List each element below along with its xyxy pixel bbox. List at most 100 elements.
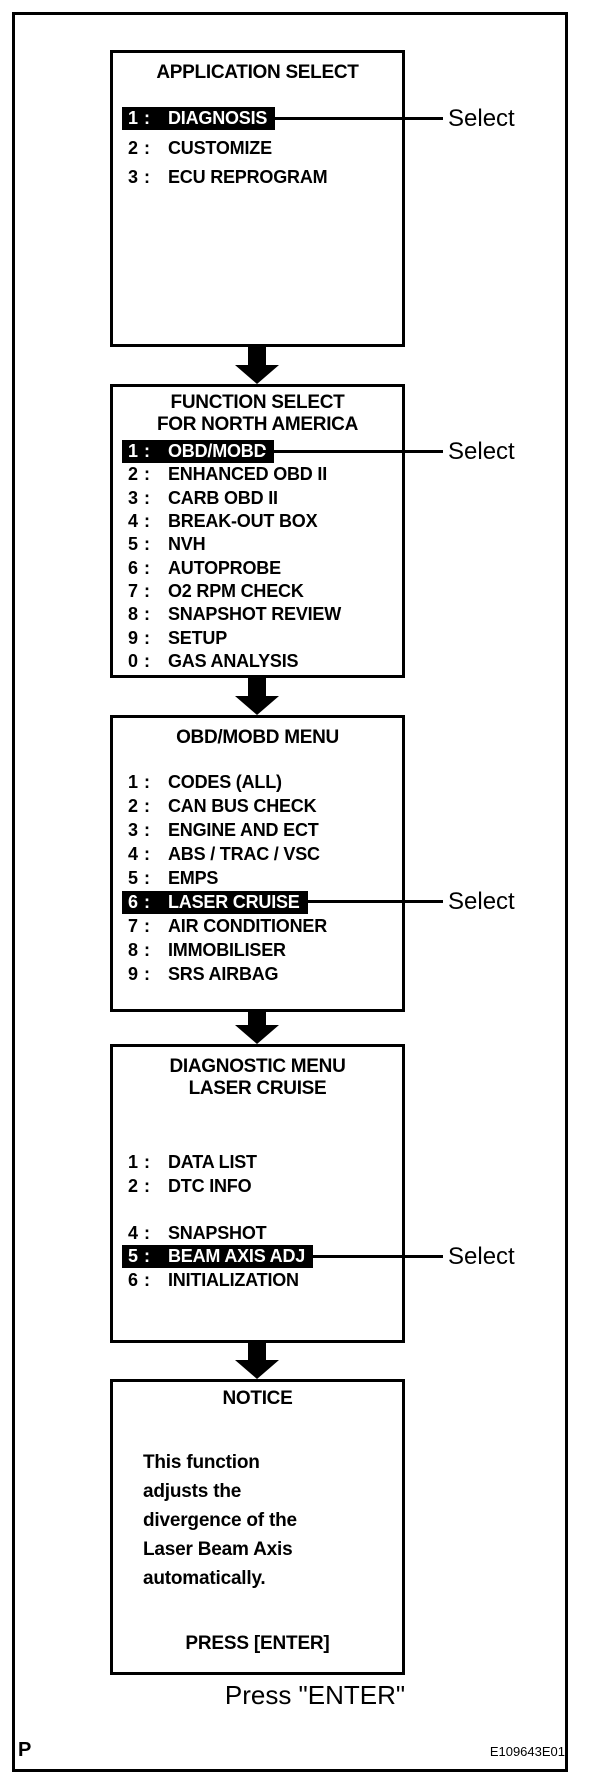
screen-title-line: DIAGNOSTIC MENU (169, 1056, 346, 1077)
menu-item: 2:DTC INFO (122, 1175, 402, 1199)
menu-item-colon: : (144, 819, 150, 840)
screen-title-line: LASER CRUISE (188, 1078, 327, 1099)
menu-item-colon: : (144, 843, 150, 864)
screen-title-line: NOTICE (222, 1388, 293, 1409)
menu-item-text: 2:ENHANCED OBD II (122, 463, 335, 486)
flow-arrow-down-icon (235, 1343, 279, 1379)
menu-item-label: DTC INFO (168, 1175, 252, 1196)
menu-item-colon: : (144, 580, 150, 601)
press-enter-caption: Press "ENTER" (224, 1680, 406, 1710)
menu-item-colon: : (144, 771, 150, 792)
menu-item-text: 1: CODES (ALL) (122, 771, 290, 794)
menu-item-colon: : (144, 795, 150, 816)
menu-item-text: 6:INITIALIZATION (122, 1269, 307, 1292)
menu-item-text: 3:ENGINE AND ECT (122, 819, 327, 842)
menu-item-colon: : (144, 627, 150, 648)
menu-item-spacer (122, 1198, 402, 1222)
menu-item-colon: : (144, 604, 150, 625)
menu-item-colon: : (144, 1269, 150, 1290)
menu-item-text: 8:SNAPSHOT REVIEW (122, 603, 349, 626)
flow-arrow-down-icon (235, 347, 279, 384)
menu-item-text: 6:AUTOPROBE (122, 557, 289, 580)
menu-item-text: 0:GAS ANALYSIS (122, 650, 306, 673)
menu-item-label: CUSTOMIZE (168, 137, 272, 158)
menu-item: 6:INITIALIZATION (122, 1269, 402, 1293)
menu-item-number: 1 (128, 771, 138, 792)
menu-item-number: 5 (128, 1246, 138, 1267)
screen-title-line: FOR NORTH AMERICA (156, 414, 359, 435)
menu-item: 1: CODES (ALL) (122, 770, 402, 794)
menu-item-number: 9 (128, 627, 138, 648)
menu-item: 2:CAN BUS CHECK (122, 794, 402, 818)
menu-item: 8:IMMOBILISER (122, 938, 402, 962)
menu-item-text: 5:BEAM AXIS ADJ (122, 1245, 314, 1269)
menu-item: 4:BREAK-OUT BOX (122, 510, 402, 533)
select-callout-line (300, 900, 443, 903)
menu-item-number: 5 (128, 867, 138, 888)
menu-item-text: 4:ABS / TRAC / VSC (122, 843, 328, 866)
menu-item-number: 5 (128, 534, 138, 555)
menu-item-label: CODES (ALL) (168, 771, 282, 792)
select-callout-label: Select (448, 438, 515, 465)
arrow-shaft (248, 1012, 266, 1025)
menu-item-list: 1:DIAGNOSIS 2:CUSTOMIZE 3:ECU REPROGRAM (113, 104, 402, 193)
menu-item-number: 6 (128, 557, 138, 578)
menu-item-text: 6:LASER CRUISE (122, 890, 308, 914)
arrow-shaft (248, 1343, 266, 1360)
menu-item-number: 7 (128, 915, 138, 936)
notice-body-line: This function (143, 1452, 260, 1473)
menu-item: 6:AUTOPROBE (122, 556, 402, 579)
menu-item-colon: : (144, 464, 150, 485)
menu-item-number: 0 (128, 650, 138, 671)
menu-item-label: ECU REPROGRAM (168, 167, 328, 188)
figure-id: E109643E01 (489, 1744, 565, 1759)
menu-item-number: 4 (128, 511, 138, 532)
menu-item: 3:ENGINE AND ECT (122, 818, 402, 842)
menu-item-text: 5:NVH (122, 533, 213, 556)
menu-item-colon: : (144, 891, 150, 912)
screen-title-line: APPLICATION SELECT (156, 62, 359, 83)
notice-body-line: automatically. (143, 1568, 266, 1589)
menu-item-number: 4 (128, 1222, 138, 1243)
screen-title-line: OBD/MOBD MENU (176, 727, 339, 748)
menu-item-number: 1 (128, 441, 138, 462)
menu-item-selected: 1:DIAGNOSIS (122, 104, 402, 134)
notice-body-line: Laser Beam Axis (143, 1539, 293, 1560)
menu-item-colon: : (144, 1152, 150, 1173)
menu-item: 9: SETUP (122, 626, 402, 649)
menu-item-label: ENHANCED OBD II (168, 464, 328, 485)
select-callout-line (262, 450, 443, 453)
menu-item-label: DATA LIST (168, 1152, 257, 1173)
select-callout-label: Select (448, 888, 515, 915)
menu-item-text: 9:SRS AIRBAG (122, 963, 286, 986)
arrow-head (235, 1360, 279, 1379)
menu-item-number: 3 (128, 487, 138, 508)
menu-item-number: 7 (128, 580, 138, 601)
menu-item-text: 1:DATA LIST (122, 1151, 265, 1174)
screen-application-select: APPLICATION SELECT 1:DIAGNOSIS 2:CUSTOMIZ… (110, 50, 405, 347)
menu-item-number: 1 (128, 108, 138, 129)
menu-item-number: 6 (128, 1269, 138, 1290)
page-marker: P (18, 1739, 32, 1761)
menu-item-selected: 6:LASER CRUISE (122, 890, 402, 914)
menu-item-label: BREAK-OUT BOX (168, 511, 318, 532)
menu-item-number: 6 (128, 891, 138, 912)
menu-item-text: 2:CUSTOMIZE (122, 137, 280, 160)
menu-item-label: SETUP (168, 627, 228, 648)
menu-item-number: 2 (128, 795, 138, 816)
menu-item-text: 1:DIAGNOSIS (122, 107, 276, 131)
screen-obd-mobd-menu: OBD/MOBD MENU 1: CODES (ALL)2:CAN BUS CHE… (110, 715, 405, 1012)
menu-item: 5:NVH (122, 533, 402, 556)
menu-item: 7:O2 RPM CHECK (122, 580, 402, 603)
menu-item-colon: : (144, 1175, 150, 1196)
arrow-head (235, 696, 279, 715)
menu-item-text: 1:OBD/MOBD (122, 440, 275, 464)
menu-item-text: 3:ECU REPROGRAM (122, 166, 335, 189)
